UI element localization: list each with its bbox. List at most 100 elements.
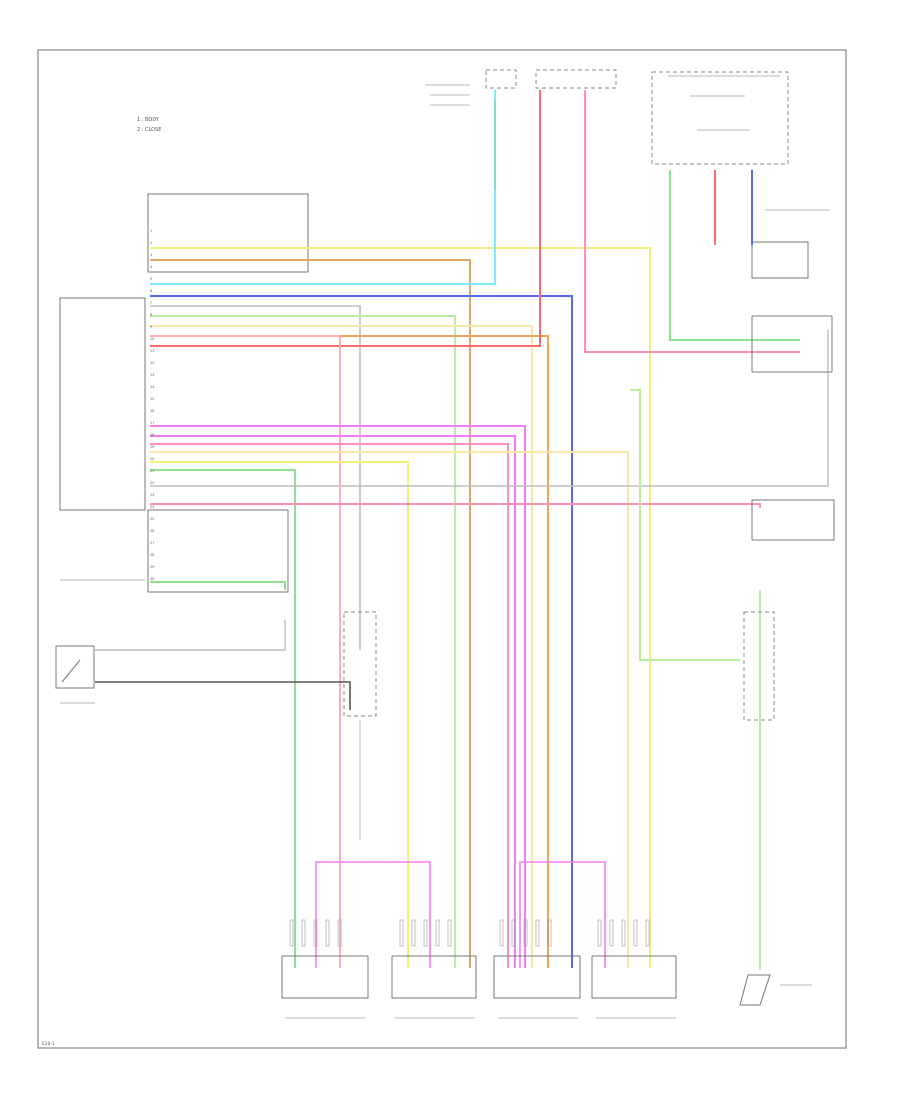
connector-pin-label: 10	[150, 337, 154, 341]
legend: 1 : BODY 2 : CLOSE	[137, 117, 161, 133]
sensor-shape	[739, 974, 771, 1006]
wire-green-4	[630, 389, 740, 661]
connector-pin-label: 24	[150, 505, 154, 509]
connector-pin-label: 29	[150, 565, 154, 569]
connector-pin-label: 8	[150, 313, 152, 317]
diagram-frame	[37, 49, 847, 1049]
component-pin	[621, 919, 626, 947]
component-pin	[313, 919, 318, 947]
left-switch	[55, 645, 95, 704]
wire-blue-1	[150, 295, 573, 968]
connector-pin-label: 16	[150, 409, 154, 413]
wire-orange-1	[150, 335, 549, 968]
connector-pin-label: 15	[150, 397, 154, 401]
wire-green-3	[669, 170, 800, 341]
wire-magenta-2	[150, 435, 516, 968]
component-pin	[325, 919, 330, 947]
component-pin	[547, 919, 552, 947]
bottom-component-4	[591, 955, 677, 999]
component-pin	[399, 919, 404, 947]
wire-red-1	[150, 90, 541, 347]
wire-cyan-1	[150, 90, 496, 285]
wire-black-1	[95, 681, 351, 710]
bottom-component-1	[281, 955, 369, 999]
component-pin	[633, 919, 638, 947]
connector-pin-label: 17	[150, 421, 154, 425]
wire-green-2	[150, 469, 296, 968]
top-right-module	[651, 71, 830, 279]
mid-connector-b	[743, 611, 775, 721]
left-control-unit	[59, 193, 309, 593]
component-pin	[301, 919, 306, 947]
component-pin	[511, 919, 516, 947]
switch-box	[55, 645, 95, 689]
wire-magenta-1	[150, 425, 526, 968]
wire-yellow-2	[150, 461, 409, 968]
footer-code: E20-1	[42, 1041, 55, 1047]
connector-pin-label: 28	[150, 553, 154, 557]
legend-line-1: 1 : BODY	[137, 117, 160, 123]
component-pin	[289, 919, 294, 947]
mid-connector-a	[343, 611, 377, 717]
wire-yellow-1	[150, 247, 651, 968]
bottom-component-3	[493, 955, 581, 999]
bottom-component-2	[391, 955, 477, 999]
component-pin	[535, 919, 540, 947]
wire-green-1	[150, 315, 456, 968]
connector-pin-label: 27	[150, 541, 154, 545]
switch-contact	[61, 659, 81, 683]
connector-pin-label: 5	[150, 277, 152, 281]
connector-pin-label: 6	[150, 289, 152, 293]
top-connector-box-b	[535, 69, 617, 89]
connector-pin-label: 2	[150, 241, 152, 245]
wire-gray-3	[95, 620, 286, 651]
control-unit-body	[59, 297, 146, 511]
connector-pin-label: 20	[150, 457, 154, 461]
component-pin	[609, 919, 614, 947]
module-dashed-box	[651, 71, 789, 165]
wire-harness	[95, 90, 829, 970]
lower-connector-header	[147, 509, 289, 593]
legend-line-2: 2 : CLOSE	[137, 127, 161, 133]
component-pin	[597, 919, 602, 947]
connector-pin-label: 9	[150, 325, 152, 329]
component-pin	[523, 919, 528, 947]
top-connector-box-a	[485, 69, 517, 89]
connector-pin-label: 7	[150, 301, 152, 305]
component-pin	[423, 919, 428, 947]
component-pin	[499, 919, 504, 947]
bottom-component-pins	[289, 919, 342, 947]
wire-cream-2	[150, 451, 629, 968]
connector-pin-label: 4	[150, 265, 152, 269]
component-pin	[435, 919, 440, 947]
wire-green-6	[150, 581, 286, 590]
wire-magenta-4	[519, 861, 606, 968]
wire-pink-1	[150, 335, 341, 968]
bottom-component-pins	[499, 919, 552, 947]
component-pin	[411, 919, 416, 947]
connector-pin-label: 22	[150, 481, 154, 485]
connector-pin-label: 1	[150, 229, 152, 233]
module-terminal-block	[751, 241, 809, 279]
connector-pin-label: 26	[150, 529, 154, 533]
connector-pin-label: 11	[150, 349, 154, 353]
wire-pink-4	[584, 90, 800, 353]
connector-pin-label: 13	[150, 373, 154, 377]
wire-magenta-3	[315, 861, 431, 968]
wire-tan-1	[150, 259, 471, 968]
bottom-components	[281, 955, 677, 1019]
wire-gray-1	[150, 305, 361, 650]
connector-pin-label: 23	[150, 493, 154, 497]
component-pin	[337, 919, 342, 947]
connector-pin-label: 18	[150, 433, 154, 437]
component-pin	[645, 919, 650, 947]
wire-gray-2	[150, 330, 829, 487]
mid-connectors	[343, 315, 835, 840]
right-bottom-sensor	[739, 974, 812, 1006]
connector-pin-label: 14	[150, 385, 154, 389]
right-terminal-box	[751, 315, 833, 373]
top-connector-header	[147, 193, 309, 273]
connector-pin-labels: 1234567891011121314151617181920212223242…	[150, 229, 154, 581]
right-terminal-box-2	[751, 499, 835, 541]
